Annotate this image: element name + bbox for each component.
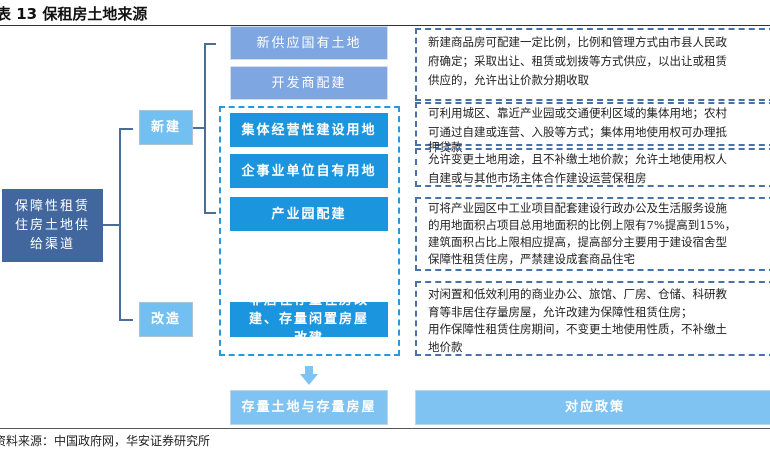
- policy-line: 新建商品房可配建一定比例，比例和管理方式由市县人民政: [428, 35, 727, 49]
- policy-line: 可利用城区、靠近产业园或交通便利区域的集体用地；农村: [428, 106, 727, 120]
- policy-box-4: 可将产业园区中工业项目配套建设行政办公及生活服务设施 的用地面积占项目总用地面积…: [415, 197, 770, 271]
- source-developer: 开发商配建: [230, 66, 388, 100]
- source-enterprise-land: 企事业单位自有用地: [230, 154, 388, 188]
- policy-box-3: 允许变更土地用途，且不补缴土地价款；允许土地使用权人 自建或与其他市场主体合作建…: [415, 148, 770, 187]
- policy-line: 可将产业园区中工业项目配套建设行政办公及生活服务设施: [428, 201, 727, 215]
- policy-line: 的用地面积占项目总用地面积的比例上限有7%提高到15%，: [428, 218, 737, 232]
- category-new-build: 新建: [139, 110, 193, 145]
- source-industrial-park: 产业园配建: [230, 197, 388, 231]
- dashed-group-existing: [219, 106, 400, 356]
- policy-line: 自建或与其他市场主体合作建设运营保租房: [428, 171, 647, 185]
- figure-title: 表 13 保租房土地来源: [0, 5, 148, 23]
- policy-line: 供应的，允许出让价款分期收取: [428, 73, 589, 87]
- policy-box-2: 可利用城区、靠近产业园或交通便利区域的集体用地；农村 可通过自建或连营、入股等方…: [415, 102, 770, 154]
- policy-box-5: 对闲置和低效利用的商业办公、旅馆、厂房、仓储、科研教 育等非居住存量房屋，允许改…: [415, 281, 770, 356]
- connector-root: [103, 224, 119, 226]
- policy-line: 建筑面积占比上限相应提高，提高部分主要用于建设宿舍型: [428, 235, 727, 249]
- policy-line: 可通过自建或连营、入股等方式；集体用地使用权可办理抵: [428, 125, 727, 139]
- category-renovate: 改造: [139, 302, 193, 337]
- bracket-root: [119, 128, 133, 321]
- policy-line: 对闲置和低效利用的商业办公、旅馆、厂房、仓储、科研教: [428, 287, 727, 301]
- policy-line: 地价款: [428, 339, 463, 354]
- policy-line: 押贷款: [428, 140, 463, 154]
- connector-new-build: [193, 127, 204, 129]
- root-box: 保障性租赁住房土地供给渠道: [2, 189, 103, 262]
- bottom-existing-label: 存量土地与存量房屋: [230, 390, 388, 425]
- source-note: 资料来源：中国政府网，华安证券研究所: [0, 434, 211, 448]
- arrow-down-icon: [300, 366, 318, 385]
- policy-box-1: 新建商品房可配建一定比例，比例和管理方式由市县人民政 府确定；采取出让、租赁或划…: [415, 28, 770, 101]
- policy-line: 允许变更土地用途，且不补缴土地价款；允许土地使用权人: [428, 152, 727, 166]
- source-collective-land: 集体经营性建设用地: [230, 113, 388, 147]
- bottom-rule: [0, 428, 770, 429]
- bracket-new-build: [204, 43, 216, 214]
- source-new-state-land: 新供应国有土地: [230, 26, 388, 60]
- policy-line: 用作保障性租赁住房期间，不变更土地使用性质，不补缴土: [428, 322, 727, 336]
- policy-line: 保障性租赁住房，严禁建设成套商品住宅: [428, 252, 635, 266]
- top-rule: [0, 25, 770, 26]
- source-non-residential: 非居住存量住房改建、存量闲置房屋改建: [230, 293, 388, 346]
- policy-line: 育等非居住存量房屋，允许改建为保障性租赁住房；: [428, 304, 693, 319]
- policy-line: 府确定；采取出让、租赁或划拨等方式供应，以出让或租赁: [428, 54, 727, 68]
- bottom-policy-label: 对应政策: [415, 390, 770, 425]
